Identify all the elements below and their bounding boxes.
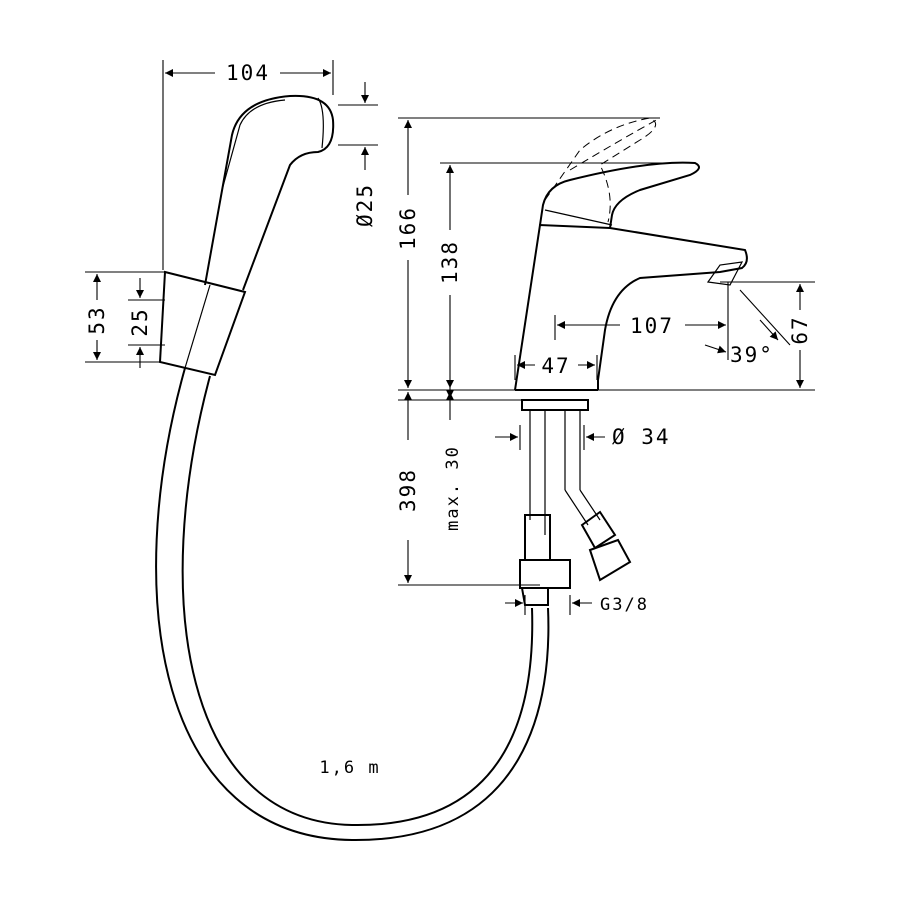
dim-thread: G3/8 [600, 595, 649, 615]
dim-spout-height: 138 [438, 240, 462, 284]
dim-hose-length: 1,6 m [319, 758, 380, 778]
dim-shank-diameter: Ø 34 [612, 425, 671, 449]
dim-base-width: 47 [541, 354, 570, 378]
shower-holder [158, 270, 247, 377]
dim-shower-diameter: Ø25 [353, 183, 377, 227]
mixer-shanks [519, 399, 632, 606]
hand-shower [204, 94, 335, 291]
hose [155, 367, 550, 842]
dim-hose-under: 398 [396, 468, 420, 512]
dim-spout-reach: 107 [630, 314, 674, 338]
dim-spout-angle: 39° [730, 343, 774, 367]
dim-max-thickness: max. 30 [443, 445, 463, 531]
basin-mixer [514, 117, 748, 391]
dim-outlet-height: 67 [788, 315, 812, 344]
dim-mixer-height: 166 [396, 206, 420, 250]
dim-holder-height: 53 [85, 305, 109, 334]
dimension-lines [85, 60, 815, 615]
dim-holder-inner: 25 [128, 307, 152, 336]
dim-shower-width: 104 [226, 61, 270, 85]
